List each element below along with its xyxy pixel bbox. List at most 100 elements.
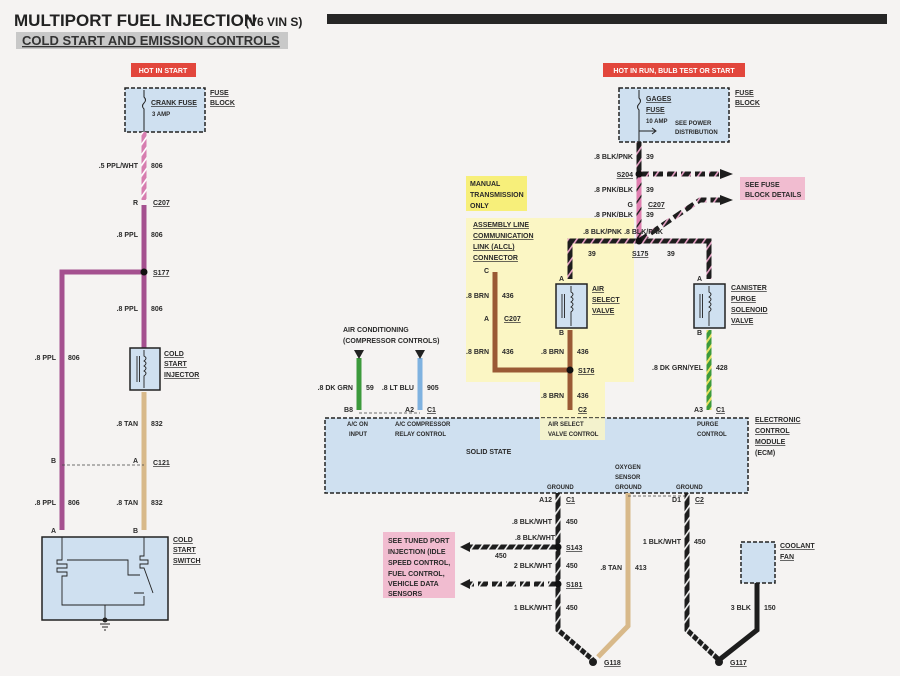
splice-s176: [566, 366, 574, 374]
wire-circuit-label: 806: [68, 355, 80, 362]
wire-gauge-label: 2 BLK/WHT: [514, 563, 553, 570]
hot-in-start-callout: [131, 63, 196, 77]
labels-layer: MULTIPORT FUEL INJECTION(V6 VIN S)COLD S…: [14, 11, 815, 667]
air-select-valve: [555, 283, 588, 329]
connector-label: C2: [578, 407, 587, 414]
see-fuse-block-callout: [740, 177, 805, 200]
air-select-label: SELECT: [592, 297, 620, 304]
alcl-label: LINK (ALCL): [473, 244, 515, 251]
ac-arrow-icon: [354, 350, 425, 359]
splice-label: S177: [153, 270, 169, 277]
wire-circuit-label: 59: [366, 385, 374, 392]
wire-gauge-label: 1 BLK/WHT: [643, 539, 682, 546]
connector-label: C1: [716, 407, 725, 414]
splice-s177: [140, 268, 148, 276]
wire-gauge-label: .8 BRN: [466, 293, 489, 300]
connector-label: C1: [427, 407, 436, 414]
ac-label: AIR CONDITIONING: [343, 327, 409, 334]
wire-circuit-label: 806: [68, 500, 80, 507]
wire-gauge-label: .8 BLK/PNK: [583, 229, 622, 236]
see-fuse-block-label: BLOCK DETAILS: [745, 192, 802, 199]
wire-gauge-label: .8 BLK/PNK: [624, 229, 663, 236]
connector-label: C207: [648, 202, 665, 209]
title-bar: [327, 14, 887, 24]
ecm-pin-label: A/C COMPRESSOR: [395, 422, 451, 428]
switch-label: SWITCH: [173, 558, 201, 565]
subtitle-background: [16, 32, 288, 49]
tuned-port-label: SENSORS: [388, 591, 423, 598]
tuned-port-label: VEHICLE DATA: [388, 581, 439, 588]
ecm-pin-label: PURGE: [697, 422, 718, 428]
hot-in-start-label: HOT IN START: [139, 68, 188, 75]
page-title-suffix: (V6 VIN S): [245, 15, 302, 29]
ecm-label: MODULE: [755, 439, 786, 446]
alcl-label: ASSEMBLY LINE: [473, 222, 529, 229]
wire-gauge-label: .8 TAN: [600, 565, 622, 572]
splice-s181: [554, 580, 562, 588]
ecm-air-select-highlight: [540, 418, 605, 440]
connector-pin: B: [51, 458, 56, 465]
switch-internal-icon: [56, 537, 154, 622]
splice-s175: [635, 237, 643, 245]
connector-pin: R: [133, 200, 138, 207]
wire-450-blk-wht-d1: [684, 493, 721, 662]
crank-fuse-rating: 3 AMP: [152, 112, 170, 118]
ecm-pin-label: VALVE CONTROL: [548, 432, 599, 438]
wire-circuit-label: 39: [588, 251, 596, 258]
manual-transmission-area: [466, 218, 634, 440]
manual-trans-label: ONLY: [470, 203, 489, 210]
see-power-label: DISTRIBUTION: [675, 130, 718, 136]
wire-gauge-label: .8 PPL: [117, 306, 139, 313]
see-fuse-block-label: SEE FUSE: [745, 182, 780, 189]
ecm-pin-label: RELAY CONTROL: [395, 432, 446, 438]
connector-pin: A: [51, 528, 56, 535]
coolant-fan: [740, 541, 776, 584]
fuse-block-label: BLOCK: [735, 100, 760, 107]
injector-label: INJECTOR: [164, 372, 199, 379]
wire-circuit-label: 39: [646, 187, 654, 194]
air-select-label: VALVE: [592, 308, 615, 315]
wire-circuit-label: 428: [716, 365, 728, 372]
ecm-pin-label: CONTROL: [697, 432, 727, 438]
wire-gauge-label: .8 BLK/WHT: [512, 519, 553, 526]
wire-413-tan: [596, 493, 631, 659]
alcl-label: CONNECTOR: [473, 255, 518, 262]
splice-label: S175: [632, 251, 648, 258]
coolant-fan-label: FAN: [780, 554, 794, 561]
canister-label: VALVE: [731, 318, 754, 325]
injector-label: START: [164, 361, 188, 368]
arrow-left-icon: [460, 542, 470, 589]
tuned-port-label: INJECTION (IDLE: [388, 549, 446, 556]
wire-150-blk: [717, 583, 760, 662]
gages-fuse-block: [618, 87, 730, 143]
splice-label: S204: [617, 172, 633, 179]
ground-g118: [589, 658, 597, 666]
connector-label: C121: [153, 460, 170, 467]
connector-pin: A: [559, 276, 564, 283]
ecm-solid-state: SOLID STATE: [466, 449, 512, 456]
ecm-pin-label: SENSOR: [615, 475, 641, 481]
splice-s204: [635, 170, 643, 178]
wire-gauge-label: .8 DK GRN/YEL: [652, 365, 704, 372]
wire-gauge-label: .8 PPL: [117, 232, 139, 239]
canister-label: CANISTER: [731, 285, 767, 292]
wire-gauge-label: .5 PPL/WHT: [99, 163, 139, 170]
page-subtitle: COLD START AND EMISSION CONTROLS: [22, 33, 280, 48]
wire-circuit-label: 450: [566, 605, 578, 612]
connector-pin: A12: [539, 497, 552, 504]
fuse-block-label: FUSE: [735, 90, 754, 97]
ecm-pin-label: GROUND: [615, 485, 642, 491]
wire-gauge-label: .8 PNK/BLK: [594, 187, 633, 194]
wire-gauge-label: .8 TAN: [116, 500, 138, 507]
ecm-pin-label: GROUND: [676, 485, 703, 491]
ecm-pin-label: OXYGEN: [615, 465, 641, 471]
connector-pin: B: [697, 330, 702, 337]
ground-label: G118: [604, 660, 621, 667]
coolant-fan-label: COOLANT: [780, 543, 815, 550]
wire-gauge-label: .8 TAN: [116, 421, 138, 428]
connector-pin: A: [484, 316, 489, 323]
ecm-box: [324, 417, 749, 494]
splice-label: S176: [578, 368, 594, 375]
wire-circuit-label: 39: [646, 154, 654, 161]
air-select-label: AIR: [592, 286, 604, 293]
